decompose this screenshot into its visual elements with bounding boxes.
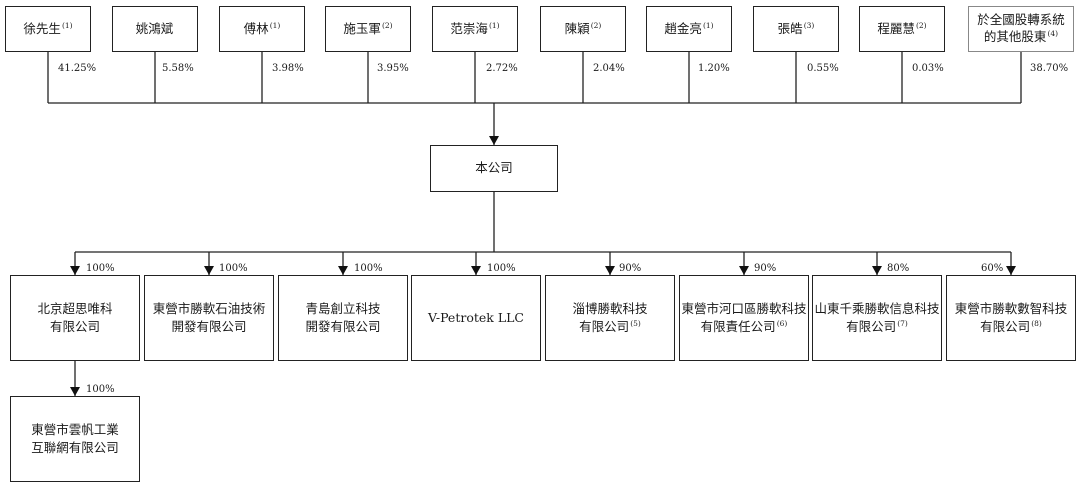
shareholder-box: 趙金亮(1) [646, 6, 732, 52]
ownership-percentage: 5.58% [162, 63, 194, 74]
ownership-percentage: 3.95% [377, 63, 409, 74]
name-line-2: 的其他股東 [983, 29, 1047, 44]
footnote-ref: (3) [803, 20, 815, 30]
subsidiary-percentage: 60% [981, 263, 1004, 274]
shareholder-name: 傅林 [243, 20, 269, 36]
sub-subsidiary-name-line-2: 互聯網有限公司 [31, 440, 119, 455]
subsidiary-name-line-2: 開發有限公司 [171, 319, 247, 334]
name-line-1: 於全國股轉系統 [977, 12, 1065, 28]
subsidiary-name-line-1: 淄博勝軟科技 [572, 300, 648, 316]
ownership-percentage: 0.03% [912, 63, 944, 74]
subsidiary-box: 東營市勝軟數智科技有限公司(8) [946, 275, 1076, 361]
footnote-ref: (8) [1031, 319, 1042, 328]
footnote-ref: (1) [269, 20, 281, 30]
subsidiary-box: 山東千乘勝軟信息科技有限公司(7) [812, 275, 942, 361]
subsidiary-name-line-1: 北京超思唯科 [37, 300, 113, 316]
company-box: 本公司 [430, 145, 558, 192]
subsidiary-box: 北京超思唯科有限公司 [10, 275, 140, 361]
subsidiary-box: V-Petrotek LLC [411, 275, 541, 361]
subsidiary-name-line-1: 東營市勝軟石油技術 [152, 300, 266, 316]
arrow-to-subsidiary [1006, 266, 1016, 275]
shareholder-box: 張皓(3) [753, 6, 839, 52]
footnote-ref: (4) [1047, 29, 1059, 38]
ownership-percentage: 2.72% [486, 63, 518, 74]
footnote-ref: (1) [61, 20, 73, 30]
subsidiary-name-line-2: 有限公司 [846, 319, 897, 334]
shareholder-box: 於全國股轉系統的其他股東(4) [968, 6, 1074, 52]
subsidiary-percentage: 100% [86, 263, 115, 274]
subsidiary-name-line-1: 東營市河口區勝軟科技 [681, 300, 807, 316]
shareholder-box: 程麗慧(2) [859, 6, 945, 52]
arrow-to-subsidiary [338, 266, 348, 275]
shareholder-name: 姚鴻斌 [135, 20, 174, 36]
subsidiary-box: 東營市河口區勝軟科技有限責任公司(6) [679, 275, 809, 361]
shareholder-box: 陳穎(2) [540, 6, 626, 52]
shareholder-name: 於全國股轉系統的其他股東(4) [977, 12, 1065, 46]
subsidiary-name-line-2: 有限公司 [579, 319, 630, 334]
arrow-to-subsidiary [70, 266, 80, 275]
subsidiary-box: 淄博勝軟科技有限公司(5) [545, 275, 675, 361]
arrow-to-company [489, 136, 499, 145]
shareholder-name: 程麗慧 [877, 20, 915, 36]
shareholder-box: 姚鴻斌 [112, 6, 198, 52]
footnote-ref: (2) [590, 20, 602, 30]
subsidiary-name-line-2: 有限責任公司 [700, 319, 776, 334]
shareholder-box: 范崇海(1) [432, 6, 518, 52]
footnote-ref: (2) [381, 20, 393, 30]
subsidiary-name-line-2: 有限公司 [980, 319, 1031, 334]
ownership-percentage: 2.04% [593, 63, 625, 74]
ownership-percentage: 38.70% [1030, 63, 1069, 74]
subsidiary-box: 青島創立科技開發有限公司 [278, 275, 408, 361]
ownership-percentage: 0.55% [807, 63, 839, 74]
arrow-to-subsidiary [872, 266, 882, 275]
subsidiary-name-line-2: 開發有限公司 [305, 319, 381, 334]
subsidiary-percentage: 100% [354, 263, 383, 274]
arrow-to-subsidiary [739, 266, 749, 275]
shareholder-box: 徐先生(1) [5, 6, 91, 52]
subsidiary-percentage: 80% [887, 263, 910, 274]
shareholder-box: 施玉軍(2) [325, 6, 411, 52]
subsidiary-name-line-1: 青島創立科技 [305, 300, 381, 316]
arrow-to-sub-subsidiary [70, 387, 80, 396]
shareholder-name: 趙金亮 [664, 20, 702, 36]
shareholder-name: 陳穎 [564, 20, 590, 36]
subsidiary-name-line-1: V-Petrotek LLC [427, 309, 524, 325]
ownership-percentage: 1.20% [698, 63, 730, 74]
arrow-to-subsidiary [204, 266, 214, 275]
shareholder-name: 張皓 [777, 20, 803, 36]
arrow-to-subsidiary [471, 266, 481, 275]
footnote-ref: (7) [897, 319, 908, 328]
footnote-ref: (6) [776, 319, 788, 328]
subsidiary-percentage: 90% [619, 263, 642, 274]
sub-subsidiary-name-line-1: 東營市雲帆工業 [31, 421, 119, 437]
footnote-ref: (1) [702, 20, 714, 30]
subsidiary-name-line-1: 山東千乘勝軟信息科技 [814, 300, 940, 316]
subsidiary-percentage: 100% [219, 263, 248, 274]
arrow-to-subsidiary [605, 266, 615, 275]
subsidiary-percentage: 100% [487, 263, 516, 274]
subsidiary-percentage: 90% [754, 263, 777, 274]
shareholder-name: 范崇海 [450, 20, 488, 36]
company-name: 本公司 [475, 160, 513, 176]
shareholder-box: 傅林(1) [219, 6, 305, 52]
ownership-percentage: 41.25% [58, 63, 97, 74]
subsidiary-name-line-1: 東營市勝軟數智科技 [954, 300, 1068, 316]
subsidiary-name-line-2: 有限公司 [49, 319, 100, 334]
shareholder-name: 施玉軍 [343, 20, 381, 36]
footnote-ref: (5) [630, 319, 641, 328]
subsidiary-box: 東營市勝軟石油技術開發有限公司 [144, 275, 274, 361]
footnote-ref: (2) [915, 20, 927, 30]
shareholder-name: 徐先生 [23, 20, 61, 36]
sub-subsidiary-box: 東營市雲帆工業互聯網有限公司 [10, 396, 140, 482]
sub-subsidiary-percentage: 100% [86, 384, 115, 395]
ownership-percentage: 3.98% [272, 63, 304, 74]
footnote-ref: (1) [488, 20, 500, 30]
